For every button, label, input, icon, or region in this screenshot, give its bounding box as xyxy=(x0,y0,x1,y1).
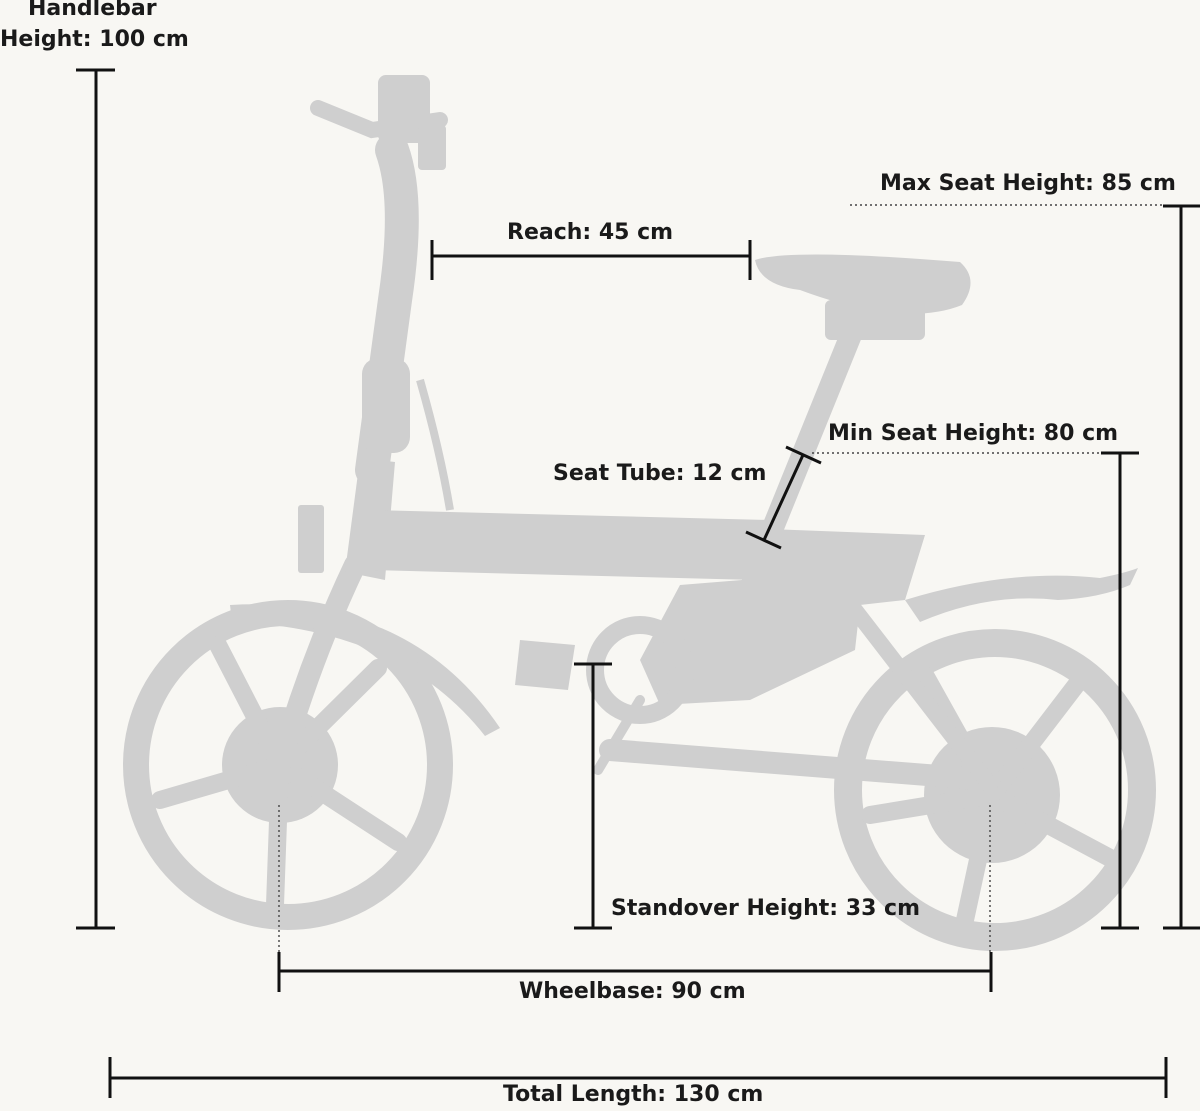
stem-hinge xyxy=(362,358,410,453)
bike-silhouette xyxy=(123,75,1156,951)
standover-height-bracket xyxy=(574,662,612,930)
reach-label: Reach: 45 cm xyxy=(507,220,674,245)
handlebar-height-bracket xyxy=(76,68,115,930)
brake-cable xyxy=(416,378,454,511)
throttle xyxy=(418,125,446,170)
wheelbase-bracket xyxy=(277,952,993,992)
reach-bracket xyxy=(430,240,752,280)
standover-height-label: Standover Height: 33 cm xyxy=(611,896,920,921)
measure-lines xyxy=(76,68,1200,1098)
total-length-label: Total Length: 130 cm xyxy=(503,1082,764,1107)
saddle-clamp xyxy=(825,300,925,340)
kickstand xyxy=(593,695,645,775)
handlebar-height-label-line2: Height: 100 cm xyxy=(0,27,189,52)
guide-lines xyxy=(278,204,1163,955)
min-seat-height-bracket xyxy=(1101,451,1139,930)
seat-tube-bracket xyxy=(745,445,822,550)
crank xyxy=(586,616,694,724)
seat-stay xyxy=(847,602,998,793)
max-seat-height-label: Max Seat Height: 85 cm xyxy=(880,171,1176,196)
min-seat-height-label: Min Seat Height: 80 cm xyxy=(828,421,1119,446)
saddle xyxy=(755,254,971,314)
wheelbase-label: Wheelbase: 90 cm xyxy=(519,979,746,1004)
chainstay xyxy=(599,739,1001,791)
rear-mudguard xyxy=(905,568,1138,622)
total-length-bracket xyxy=(108,1057,1168,1098)
stem xyxy=(355,133,419,487)
front-fork xyxy=(269,554,366,776)
handlebar-height-label-line1: Handlebar xyxy=(28,0,157,21)
seat-tube-label: Seat Tube: 12 cm xyxy=(553,461,767,486)
headlight xyxy=(298,505,324,573)
battery-case xyxy=(640,528,925,705)
max-seat-height-bracket xyxy=(1163,204,1200,930)
pedal xyxy=(515,640,575,690)
frame-tube xyxy=(370,510,770,580)
display-unit xyxy=(378,75,430,143)
